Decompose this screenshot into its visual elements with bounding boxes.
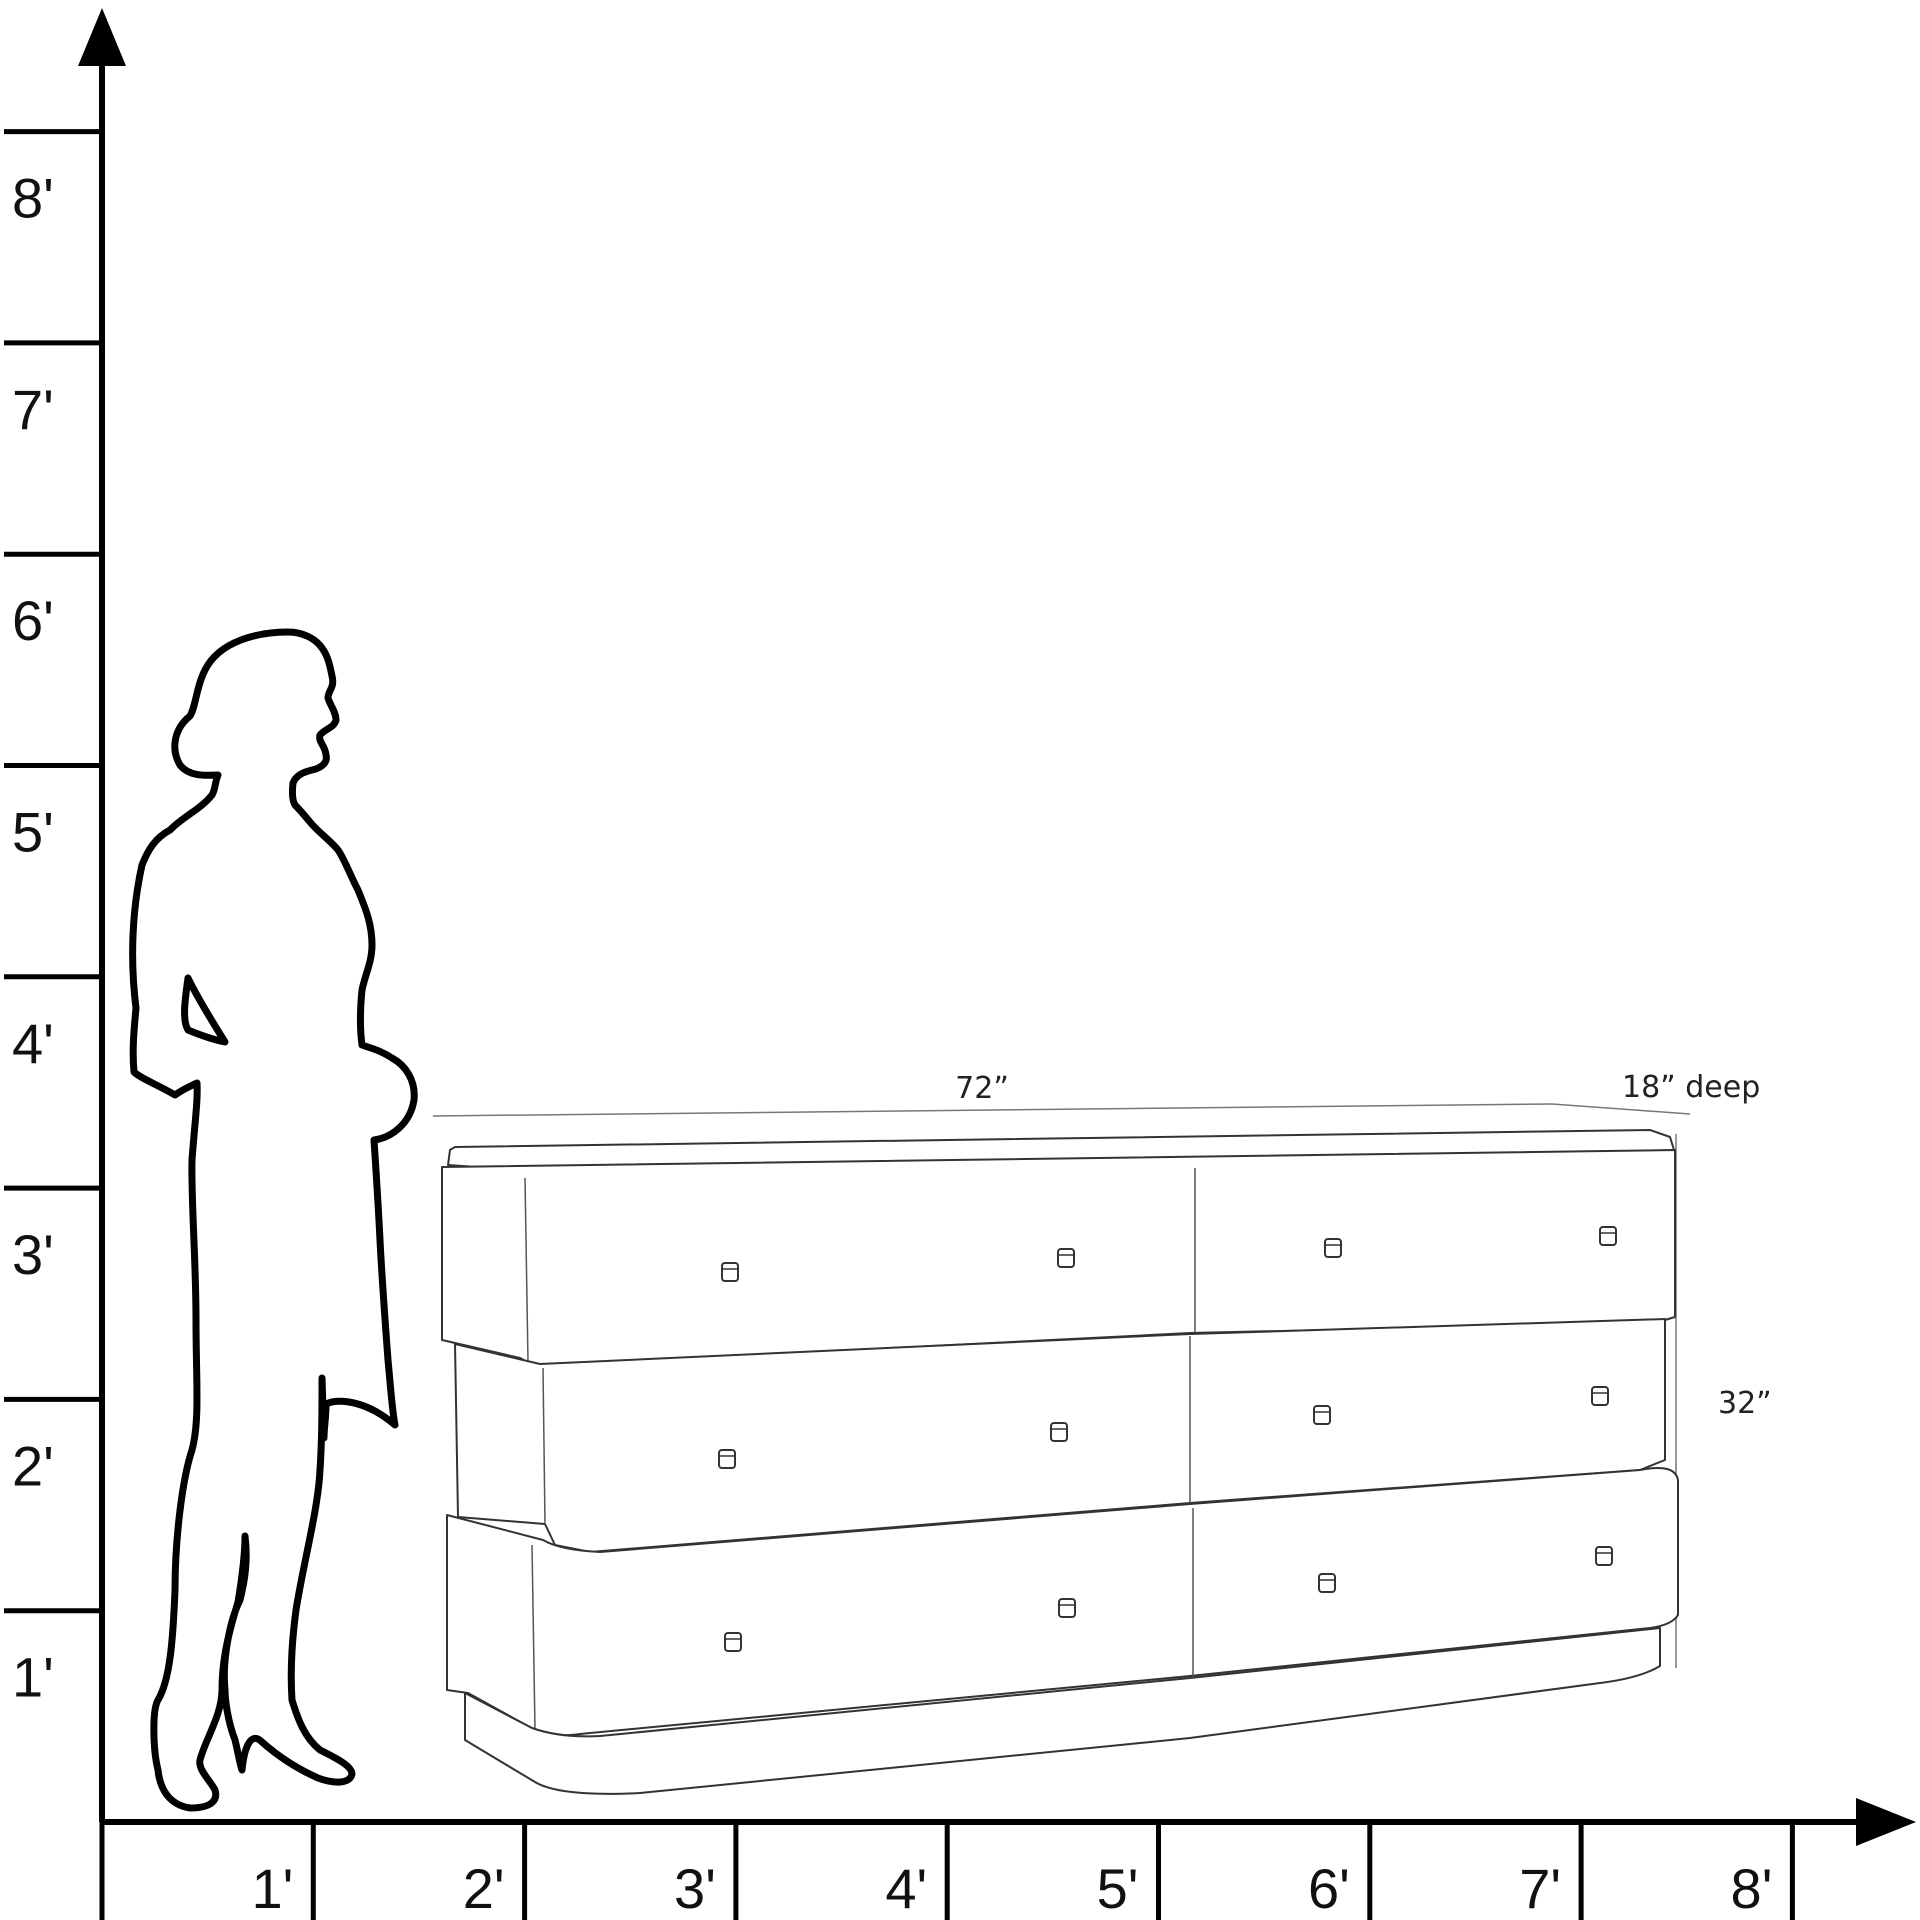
dresser-drawing: 72” 18” deep 32” bbox=[432, 1070, 1772, 1795]
horizontal-tick-label: 8' bbox=[1731, 1857, 1773, 1920]
horizontal-tick-label: 1' bbox=[251, 1857, 293, 1920]
width-label: 72” bbox=[955, 1071, 1009, 1106]
drawer-pulls bbox=[718, 1226, 1617, 1652]
drawer-pull-icon bbox=[1318, 1573, 1336, 1593]
vertical-tick-label: 7' bbox=[12, 378, 54, 441]
drawer-pull-icon bbox=[1050, 1422, 1068, 1442]
horizontal-ticks: 1' 2' 3' 4' 5' 6' 7' 8' bbox=[99, 1822, 1795, 1920]
drawer-pull-icon bbox=[1591, 1386, 1609, 1406]
vertical-tick-label: 5' bbox=[12, 801, 54, 864]
drawer-pull-icon bbox=[724, 1632, 742, 1652]
horizontal-tick-label: 5' bbox=[1097, 1857, 1139, 1920]
horizontal-tick-label: 7' bbox=[1519, 1857, 1561, 1920]
arrow-up-icon bbox=[78, 8, 126, 66]
depth-dimension-line bbox=[1551, 1103, 1691, 1115]
vertical-tick-label: 6' bbox=[12, 589, 54, 652]
depth-label: 18” deep bbox=[1622, 1070, 1760, 1105]
vertical-tick-label: 3' bbox=[12, 1223, 54, 1286]
drawer-pull-icon bbox=[1595, 1546, 1613, 1566]
vertical-tick-label: 8' bbox=[12, 167, 54, 230]
drawer-pull-icon bbox=[1599, 1226, 1617, 1246]
vertical-tick-label: 1' bbox=[12, 1646, 54, 1709]
drawer-pull-icon bbox=[718, 1449, 736, 1469]
axes bbox=[78, 8, 1916, 1846]
arrow-right-icon bbox=[1856, 1798, 1916, 1846]
drawer-pull-icon bbox=[1058, 1598, 1076, 1618]
horizontal-tick-label: 6' bbox=[1308, 1857, 1350, 1920]
height-label: 32” bbox=[1718, 1386, 1772, 1421]
horizontal-tick-label: 2' bbox=[463, 1857, 505, 1920]
drawer-pull-icon bbox=[1057, 1248, 1075, 1268]
horizontal-tick-label: 3' bbox=[674, 1857, 716, 1920]
vertical-ticks: 1' 2' 3' 4' 5' 6' 7' 8' bbox=[4, 129, 102, 1709]
vertical-tick-label: 4' bbox=[12, 1012, 54, 1075]
dresser-plinth bbox=[464, 1627, 1661, 1795]
drawer-pull-icon bbox=[1313, 1405, 1331, 1425]
standing-woman-silhouette-icon bbox=[129, 628, 418, 1812]
drawer-pull-icon bbox=[1324, 1238, 1342, 1258]
horizontal-tick-label: 4' bbox=[885, 1857, 927, 1920]
drawer-pull-icon bbox=[721, 1262, 739, 1282]
width-dimension-line bbox=[432, 1103, 1553, 1117]
vertical-tick-label: 2' bbox=[12, 1434, 54, 1497]
